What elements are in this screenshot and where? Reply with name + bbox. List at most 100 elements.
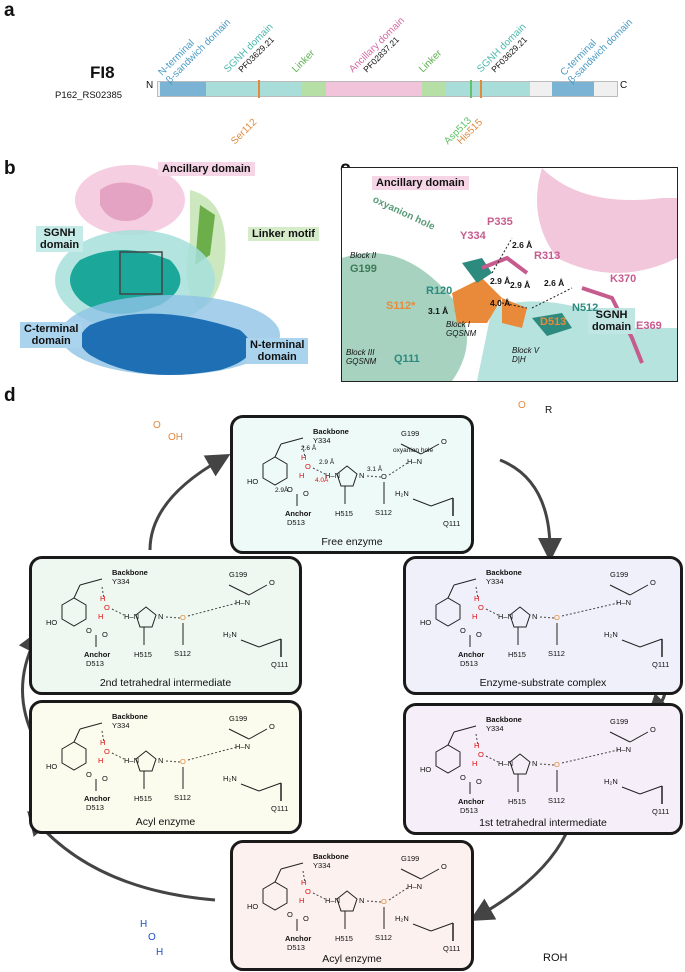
water-o: O <box>305 462 311 471</box>
gly-nh: H–N <box>616 598 631 607</box>
backbone-label: Backbone <box>486 568 522 577</box>
c-res-d513: D513 <box>540 316 567 328</box>
c-res-q111: Q111 <box>394 353 420 365</box>
domain-linker1-block <box>302 82 326 96</box>
c-dist-4: 4.0 Å <box>490 298 511 308</box>
gly-nh: H–N <box>235 742 250 751</box>
b-label-linker: Linker motif <box>248 227 319 241</box>
ser-o: O <box>180 757 186 766</box>
s112-label: S112 <box>375 508 392 517</box>
g199-label: G199 <box>229 714 247 723</box>
state-title: 2nd tetrahedral intermediate <box>99 677 232 689</box>
c-label-block2: Block II <box>350 251 377 260</box>
asp-o: O <box>460 773 466 782</box>
q111-label: Q111 <box>443 944 460 953</box>
water-h: H <box>301 453 306 462</box>
c-res-g199: G199 <box>350 263 377 275</box>
c-res-r120: R120 <box>426 285 453 297</box>
svg-text:H: H <box>140 919 147 930</box>
svg-text:R: R <box>545 405 552 416</box>
h515-label: H515 <box>134 650 152 659</box>
g199-label: G199 <box>401 429 419 438</box>
protein-name: FI8 <box>90 63 115 82</box>
dist-label: 3.1 Å <box>367 464 383 473</box>
y334-label: Y334 <box>112 577 130 586</box>
dist-label: 2.9 Å <box>319 457 335 466</box>
asp-o: O <box>287 910 293 919</box>
domain-cterm-block <box>552 82 594 96</box>
gly-o: O <box>269 722 275 731</box>
his-n: N <box>532 612 537 621</box>
gly-o: O <box>441 862 447 871</box>
water-h: H <box>299 896 304 905</box>
b-label-cterm: C-terminal domain <box>20 322 83 348</box>
h515-label: H515 <box>508 650 526 659</box>
state-title: Free enzyme <box>321 536 383 548</box>
water-h: H <box>301 878 306 887</box>
gly-o: O <box>269 578 275 587</box>
backbone-label: Backbone <box>112 712 148 721</box>
d513-label: D513 <box>86 659 104 668</box>
svg-text:OH: OH <box>168 432 183 443</box>
anchor-label: Anchor <box>458 797 484 806</box>
y334-label: Y334 <box>313 436 331 445</box>
protein-bar <box>157 80 618 98</box>
water-h: H <box>472 612 477 621</box>
dist-label: 4.0Å <box>315 475 329 484</box>
asp-o: O <box>86 770 92 779</box>
dist-label: 2.6 Å <box>301 443 317 452</box>
h515-label: H515 <box>508 797 526 806</box>
his-nh: H–N <box>124 756 139 765</box>
y334-label: Y334 <box>486 577 504 586</box>
c-res-p335: P335 <box>487 216 513 228</box>
svg-text:O: O <box>518 400 526 411</box>
c-res-n512: N512 <box>572 302 599 314</box>
g199-label: G199 <box>610 570 628 579</box>
his-nh: H–N <box>325 471 340 480</box>
gln-nh2: H₂N <box>395 489 409 498</box>
tyr-hydroxyl: HO <box>420 765 431 774</box>
panel-a-letter: a <box>4 0 15 21</box>
domain-sgnh2-block <box>446 82 530 96</box>
q111-label: Q111 <box>271 660 288 669</box>
c-dist-3: 3.1 Å <box>428 306 449 316</box>
his-nh: H–N <box>498 612 513 621</box>
c-label-sgnh: SGNH domain <box>588 308 636 334</box>
gln-nh2: H₂N <box>223 774 237 783</box>
gln-nh2: H₂N <box>604 777 618 786</box>
ser112-marker <box>258 80 260 98</box>
s112-label: S112 <box>548 796 565 805</box>
tyr-hydroxyl: HO <box>46 762 57 771</box>
label-nterm-domain: N-terminal β-sandwich domain <box>156 17 234 87</box>
h515-label: H515 <box>134 794 152 803</box>
c-res-r313: R313 <box>534 250 561 262</box>
water-h: H <box>98 612 103 621</box>
asp-o: O <box>476 777 482 786</box>
gly-nh: H–N <box>616 745 631 754</box>
c-res-k370: K370 <box>610 273 637 285</box>
s112-label: S112 <box>174 649 191 658</box>
water-o: O <box>104 747 110 756</box>
d513-label: D513 <box>86 803 104 812</box>
anchor-label: Anchor <box>285 934 311 943</box>
q111-label: Q111 <box>271 804 288 813</box>
c-dist-6: 2.9 Å <box>510 280 531 290</box>
protein-structure-render <box>55 165 280 375</box>
gly-nh: H–N <box>407 882 422 891</box>
catalytic-cycle-arrows: O OH O R H O H <box>18 400 672 958</box>
gly-o: O <box>441 437 447 446</box>
c-label-ancillary: Ancillary domain <box>372 176 469 190</box>
b-label-ancillary: Ancillary domain <box>158 162 255 176</box>
c-label-block1: Block I GQSNM <box>446 320 477 338</box>
c-terminus-label: C <box>620 80 628 91</box>
y334-label: Y334 <box>486 724 504 733</box>
asp-o: O <box>303 914 309 923</box>
ser-o: O <box>381 897 387 906</box>
water-h: H <box>474 594 479 603</box>
anchor-label: Anchor <box>84 650 110 659</box>
